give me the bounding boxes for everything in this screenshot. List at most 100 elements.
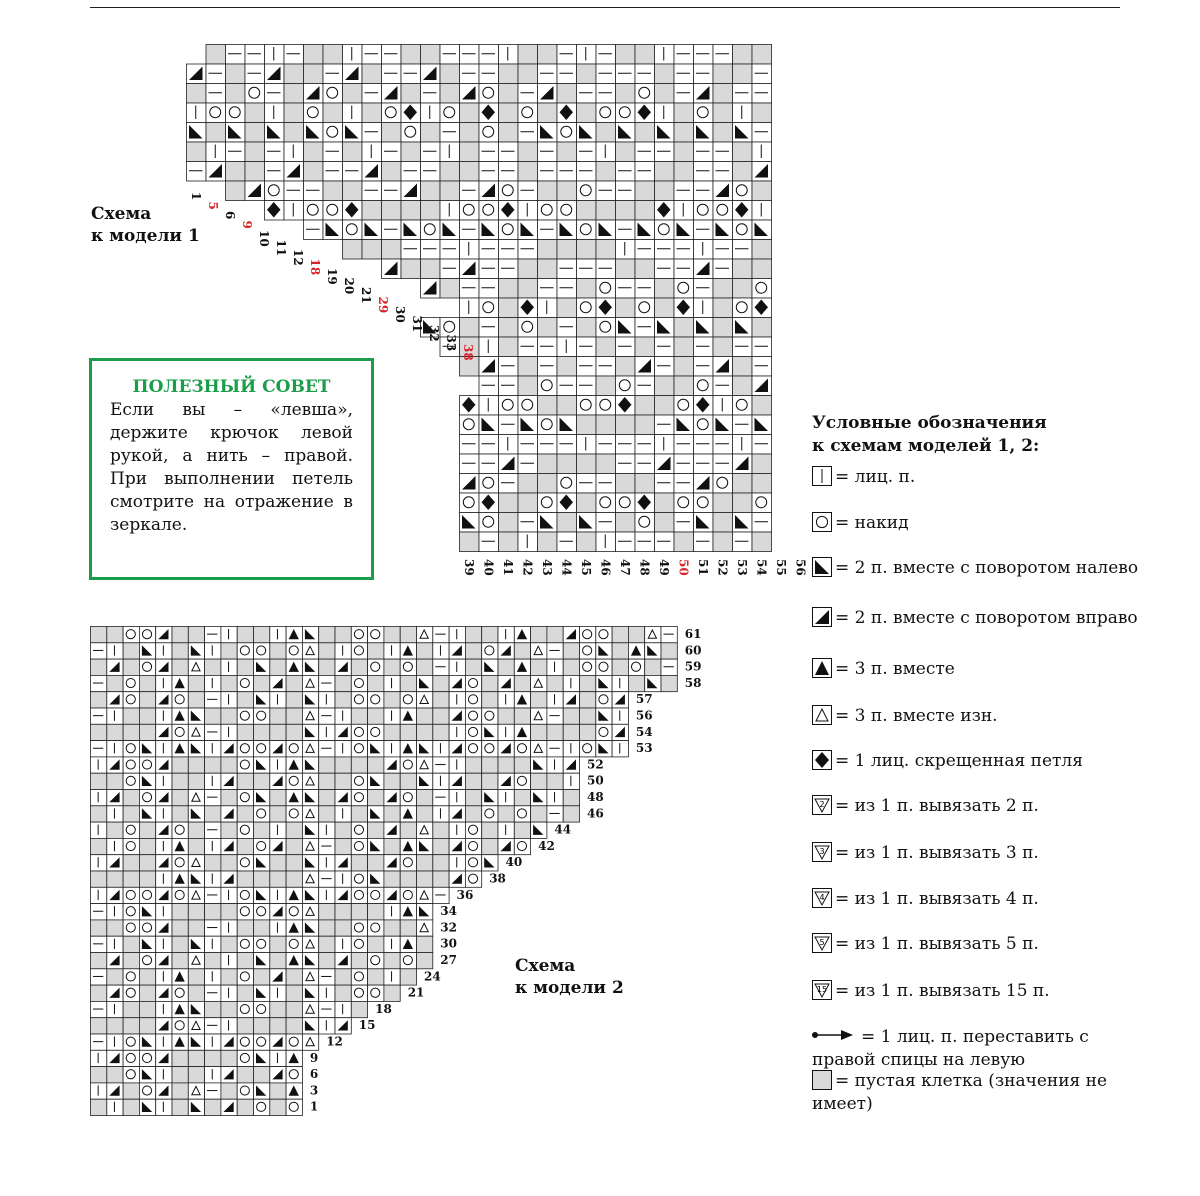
chart-cell — [381, 102, 402, 123]
chart-cell — [342, 239, 363, 260]
chart-cell — [187, 642, 206, 660]
chart-cell — [660, 642, 678, 660]
chart-cell — [236, 1098, 254, 1116]
chart-cell — [693, 414, 714, 435]
chart-cell — [303, 102, 324, 123]
chart-cell — [673, 102, 694, 123]
column-number: 42 — [521, 559, 535, 576]
chart-cell — [205, 122, 226, 143]
chart-cell — [90, 772, 108, 790]
chart-cell — [400, 83, 421, 104]
chart-cell — [236, 626, 254, 644]
chart-cell — [350, 723, 368, 742]
chart-cell — [171, 1082, 189, 1100]
chart-cell — [236, 821, 254, 839]
chart-cell — [301, 642, 320, 660]
chart-cell — [122, 740, 140, 758]
chart-cell — [187, 805, 206, 823]
chart-cell — [301, 968, 320, 986]
chart-cell — [236, 1066, 254, 1084]
chart-cell — [615, 356, 636, 377]
chart-cell — [383, 952, 401, 970]
chart-cell — [322, 200, 343, 221]
chart-cell — [236, 1000, 254, 1019]
chart-cell — [517, 63, 538, 84]
chart-cell — [204, 658, 222, 676]
chart-cell — [537, 473, 558, 494]
chart-cell — [106, 870, 124, 888]
chart-cell — [122, 723, 140, 742]
chart-cell — [187, 984, 206, 1002]
row-number: 9 — [240, 221, 254, 229]
chart-cell — [204, 626, 222, 644]
column-number: 46 — [599, 559, 613, 576]
chart-cell — [106, 821, 124, 839]
chart-cell — [301, 854, 320, 872]
chart-cell — [595, 492, 616, 513]
chart-cell — [139, 886, 157, 904]
legend-text: = из 1 п. вывязать 5 п. — [835, 934, 1039, 954]
chart-cell — [464, 723, 483, 742]
row-number: 27 — [440, 953, 457, 967]
chart-cell — [225, 180, 246, 201]
chart-cell — [187, 626, 206, 644]
chart-cell — [537, 375, 558, 396]
chart-cell — [90, 854, 108, 872]
chart-cell — [244, 102, 265, 123]
chart-cell — [712, 297, 733, 318]
chart-cell — [634, 83, 655, 104]
chart-cell — [155, 805, 173, 823]
chart-cell — [634, 297, 655, 318]
chart-cell — [383, 723, 401, 742]
filled-triangle-icon — [812, 658, 832, 678]
chart-cell — [187, 691, 206, 709]
chart-cell — [498, 180, 519, 201]
chart-cell — [420, 219, 441, 240]
legend-item: = 1 лиц. скрещенная петля — [812, 750, 1144, 773]
chart-cell — [673, 375, 694, 396]
chart-cell — [517, 492, 538, 513]
chart-cell — [579, 626, 597, 644]
chart-cell — [318, 837, 336, 856]
chart-cell — [399, 854, 417, 872]
chart-cell — [367, 821, 385, 839]
chart-cell — [122, 1066, 140, 1084]
chart-cell — [513, 821, 531, 839]
chart-cell — [90, 870, 108, 888]
chart-cell — [283, 63, 304, 84]
chart-cell — [383, 919, 401, 937]
open-triangle-icon — [812, 705, 832, 725]
chart-cell — [464, 740, 483, 758]
chart-cell — [530, 691, 548, 709]
chart-cell — [416, 642, 434, 660]
chart-cell — [301, 1033, 320, 1051]
chart-cell — [576, 180, 597, 201]
chart-cell — [253, 675, 271, 693]
chart-cell — [225, 102, 246, 123]
chart-cell — [301, 870, 320, 888]
chart-cell — [420, 44, 441, 65]
chart-cell — [155, 837, 173, 856]
chart-cell — [285, 984, 303, 1002]
chart-cell — [432, 707, 450, 725]
chart-cell — [285, 968, 303, 986]
chart-cell — [139, 919, 157, 937]
chart-cell — [399, 756, 417, 774]
chart-cell — [432, 854, 450, 872]
chart-cell — [367, 968, 385, 986]
legend-item: = накид — [812, 512, 1144, 535]
chart-cell — [236, 1033, 254, 1051]
column-number: 44 — [560, 559, 574, 576]
chart-cell — [236, 789, 254, 807]
chart-cell — [220, 756, 238, 774]
chart-cell — [236, 805, 254, 823]
chart-cell — [416, 658, 434, 676]
row-number: 38 — [461, 344, 475, 361]
chart-cell — [171, 854, 189, 872]
chart-cell — [399, 821, 417, 839]
chart-cell — [269, 707, 287, 725]
chart-cell — [318, 935, 336, 953]
chart-cell — [459, 141, 480, 162]
chart-cell — [367, 756, 385, 774]
chart-cell — [303, 161, 324, 182]
